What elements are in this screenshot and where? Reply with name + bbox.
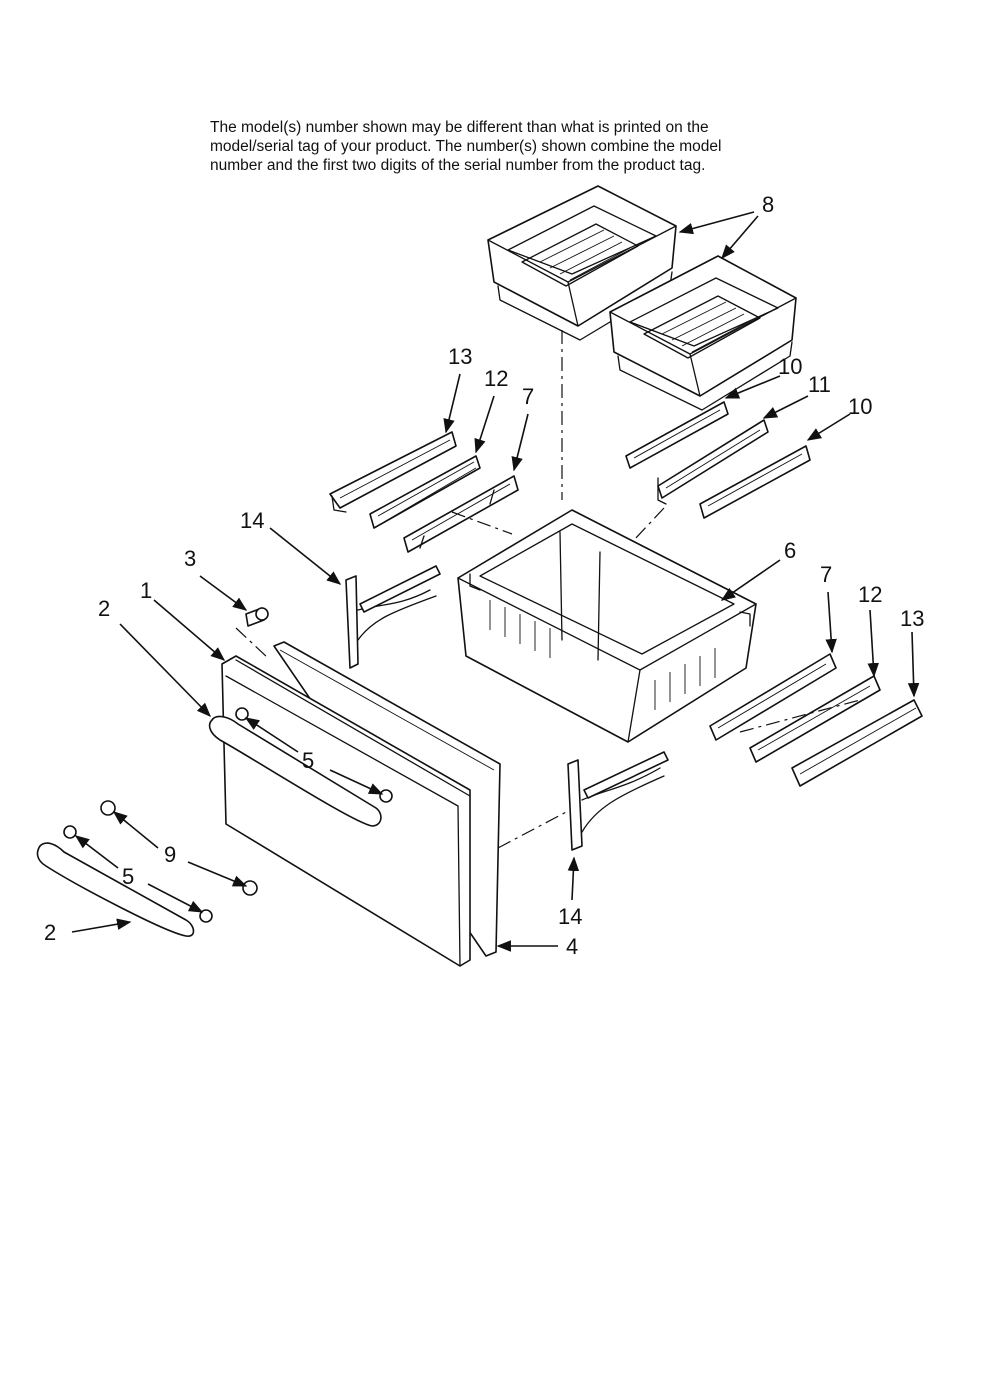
right-lower-rail-12 — [749, 675, 881, 763]
callout-4: 4 — [566, 934, 578, 959]
note-line-1: The model(s) number shown may be differe… — [210, 119, 709, 136]
leader-arrows — [71, 211, 920, 952]
note-line-2: model/serial tag of your product. The nu… — [210, 138, 722, 155]
callout-3: 3 — [184, 546, 196, 571]
callout-2-lower: 2 — [44, 920, 56, 945]
callout-14-left: 14 — [240, 508, 264, 533]
callout-14-right: 14 — [558, 904, 582, 929]
callout-10-upper: 10 — [778, 354, 802, 379]
right-rail-10-lower — [699, 445, 811, 519]
left-rail-7 — [403, 475, 519, 553]
callout-1: 1 — [140, 578, 152, 603]
callout-labels: 8 13 12 7 10 11 10 14 6 3 1 2 7 12 13 5 … — [44, 192, 924, 959]
callout-13-right: 13 — [900, 606, 924, 631]
door-handle-upper — [208, 715, 382, 827]
note-line-3: number and the first two digits of the s… — [210, 157, 706, 174]
left-rail-13 — [329, 431, 457, 513]
callout-8: 8 — [762, 192, 774, 217]
callout-7-right: 7 — [820, 562, 832, 587]
right-rail-11 — [657, 419, 769, 505]
assembly-lines — [235, 330, 861, 849]
right-rail-10-upper — [625, 401, 729, 469]
callout-5-upper: 5 — [302, 748, 314, 773]
callout-6: 6 — [784, 538, 796, 563]
right-lower-rail-7 — [709, 653, 837, 741]
lower-basket — [457, 509, 757, 743]
model-number-note: The model(s) number shown may be differe… — [210, 118, 810, 175]
door-handle-lower — [36, 842, 195, 937]
right-lower-rail-13 — [791, 699, 923, 787]
callout-2-upper: 2 — [98, 596, 110, 621]
callout-12-left: 12 — [484, 366, 508, 391]
callout-13-left: 13 — [448, 344, 472, 369]
bracket-14-right — [567, 751, 669, 851]
callout-7-left: 7 — [522, 384, 534, 409]
bracket-14-left — [345, 565, 441, 669]
screw-3 — [245, 607, 269, 627]
callout-11: 11 — [808, 372, 831, 397]
callout-9: 9 — [164, 842, 176, 867]
callout-5-lower: 5 — [122, 864, 134, 889]
callout-10-lower: 10 — [848, 394, 872, 419]
left-rail-12 — [369, 455, 481, 529]
upper-basket-right — [609, 255, 797, 411]
callout-12-right: 12 — [858, 582, 882, 607]
